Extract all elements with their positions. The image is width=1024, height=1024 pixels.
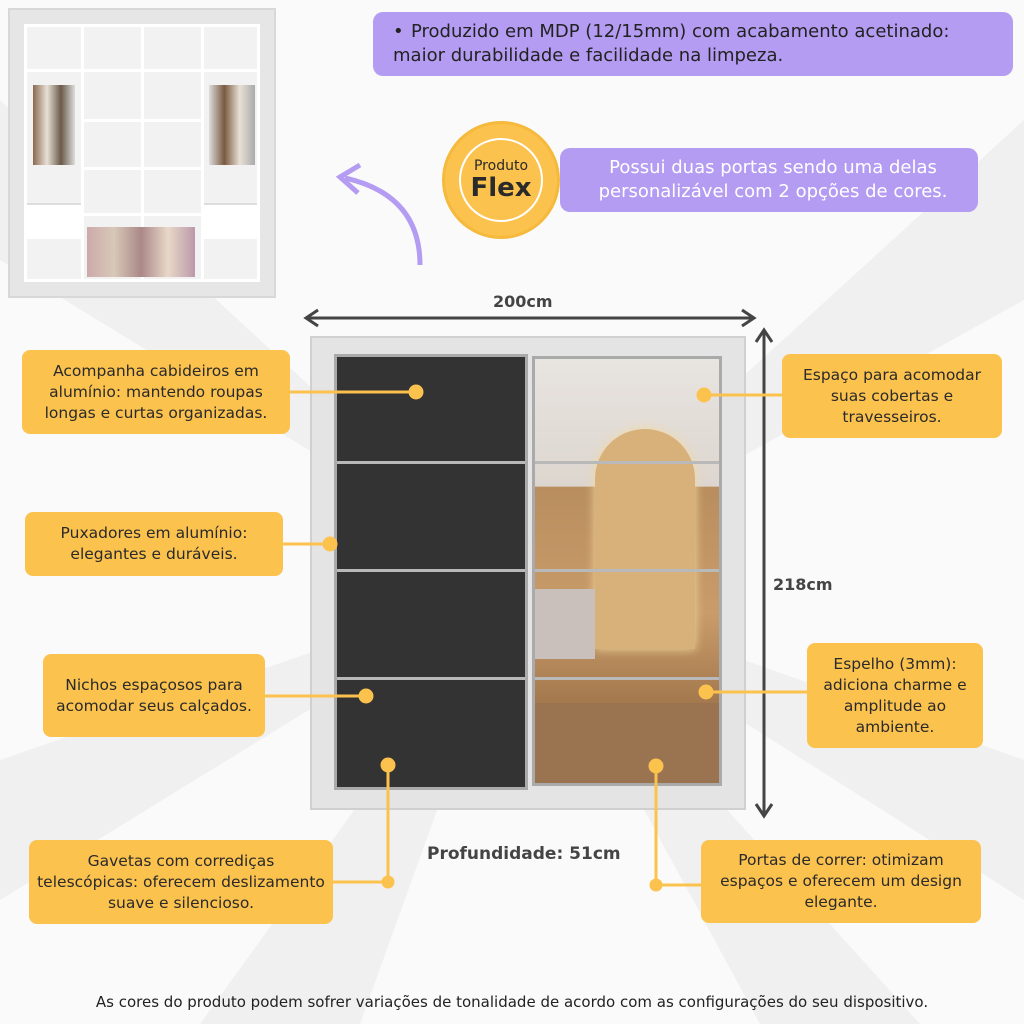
callout-shoe-niches: Nichos espaçosos para acomodar seus calç… — [43, 654, 265, 737]
callout-dot — [322, 536, 338, 552]
callout-dot — [408, 384, 424, 400]
material-note: •Produzido em MDP (12/15mm) com acabamen… — [373, 12, 1013, 76]
callout-dot — [698, 684, 714, 700]
flex-note-text: Possui duas portas sendo uma delas perso… — [598, 157, 948, 202]
callout-text: Espelho (3mm): adiciona charme e amplitu… — [823, 654, 967, 736]
callout-dot — [648, 758, 664, 774]
produto-flex-badge: Produto Flex — [445, 124, 557, 236]
callout-text: Gavetas com corrediças telescópicas: ofe… — [37, 851, 325, 912]
callout-dot — [649, 878, 663, 892]
callout-dot — [696, 387, 712, 403]
material-note-text: Produzido em MDP (12/15mm) com acabament… — [393, 21, 950, 66]
height-label: 218cm — [773, 575, 833, 594]
callout-storage: Espaço para acomodar suas cobertas e tra… — [782, 354, 1002, 438]
callout-dot — [358, 688, 374, 704]
callout-dot — [381, 875, 395, 889]
footer-disclaimer: As cores do produto podem sofrer variaçõ… — [95, 993, 929, 1011]
callout-text: Acompanha cabideiros em alumínio: manten… — [44, 361, 268, 422]
callout-text: Portas de correr: otimizam espaços e ofe… — [720, 851, 962, 911]
callout-handles: Puxadores em alumínio: elegantes e duráv… — [25, 512, 283, 576]
flex-note: Possui duas portas sendo uma delas perso… — [560, 148, 978, 212]
depth-label: Profundidade: 51cm — [427, 844, 621, 864]
callout-dot — [380, 757, 396, 773]
callout-hangers: Acompanha cabideiros em alumínio: manten… — [22, 350, 290, 434]
callout-mirror: Espelho (3mm): adiciona charme e amplitu… — [807, 643, 983, 748]
arrow-head — [335, 162, 362, 195]
callout-text: Puxadores em alumínio: elegantes e duráv… — [60, 524, 248, 563]
callout-text: Nichos espaçosos para acomodar seus calç… — [56, 675, 252, 715]
callout-sliding-doors: Portas de correr: otimizam espaços e ofe… — [701, 840, 981, 923]
callout-drawers: Gavetas com corrediças telescópicas: ofe… — [29, 840, 333, 924]
callout-text: Espaço para acomodar suas cobertas e tra… — [802, 365, 982, 426]
mirror-door — [532, 356, 722, 786]
black-door — [334, 354, 528, 790]
wardrobe-interior-image — [8, 8, 276, 298]
curved-arrow-icon — [344, 175, 423, 266]
width-label: 200cm — [493, 292, 553, 311]
